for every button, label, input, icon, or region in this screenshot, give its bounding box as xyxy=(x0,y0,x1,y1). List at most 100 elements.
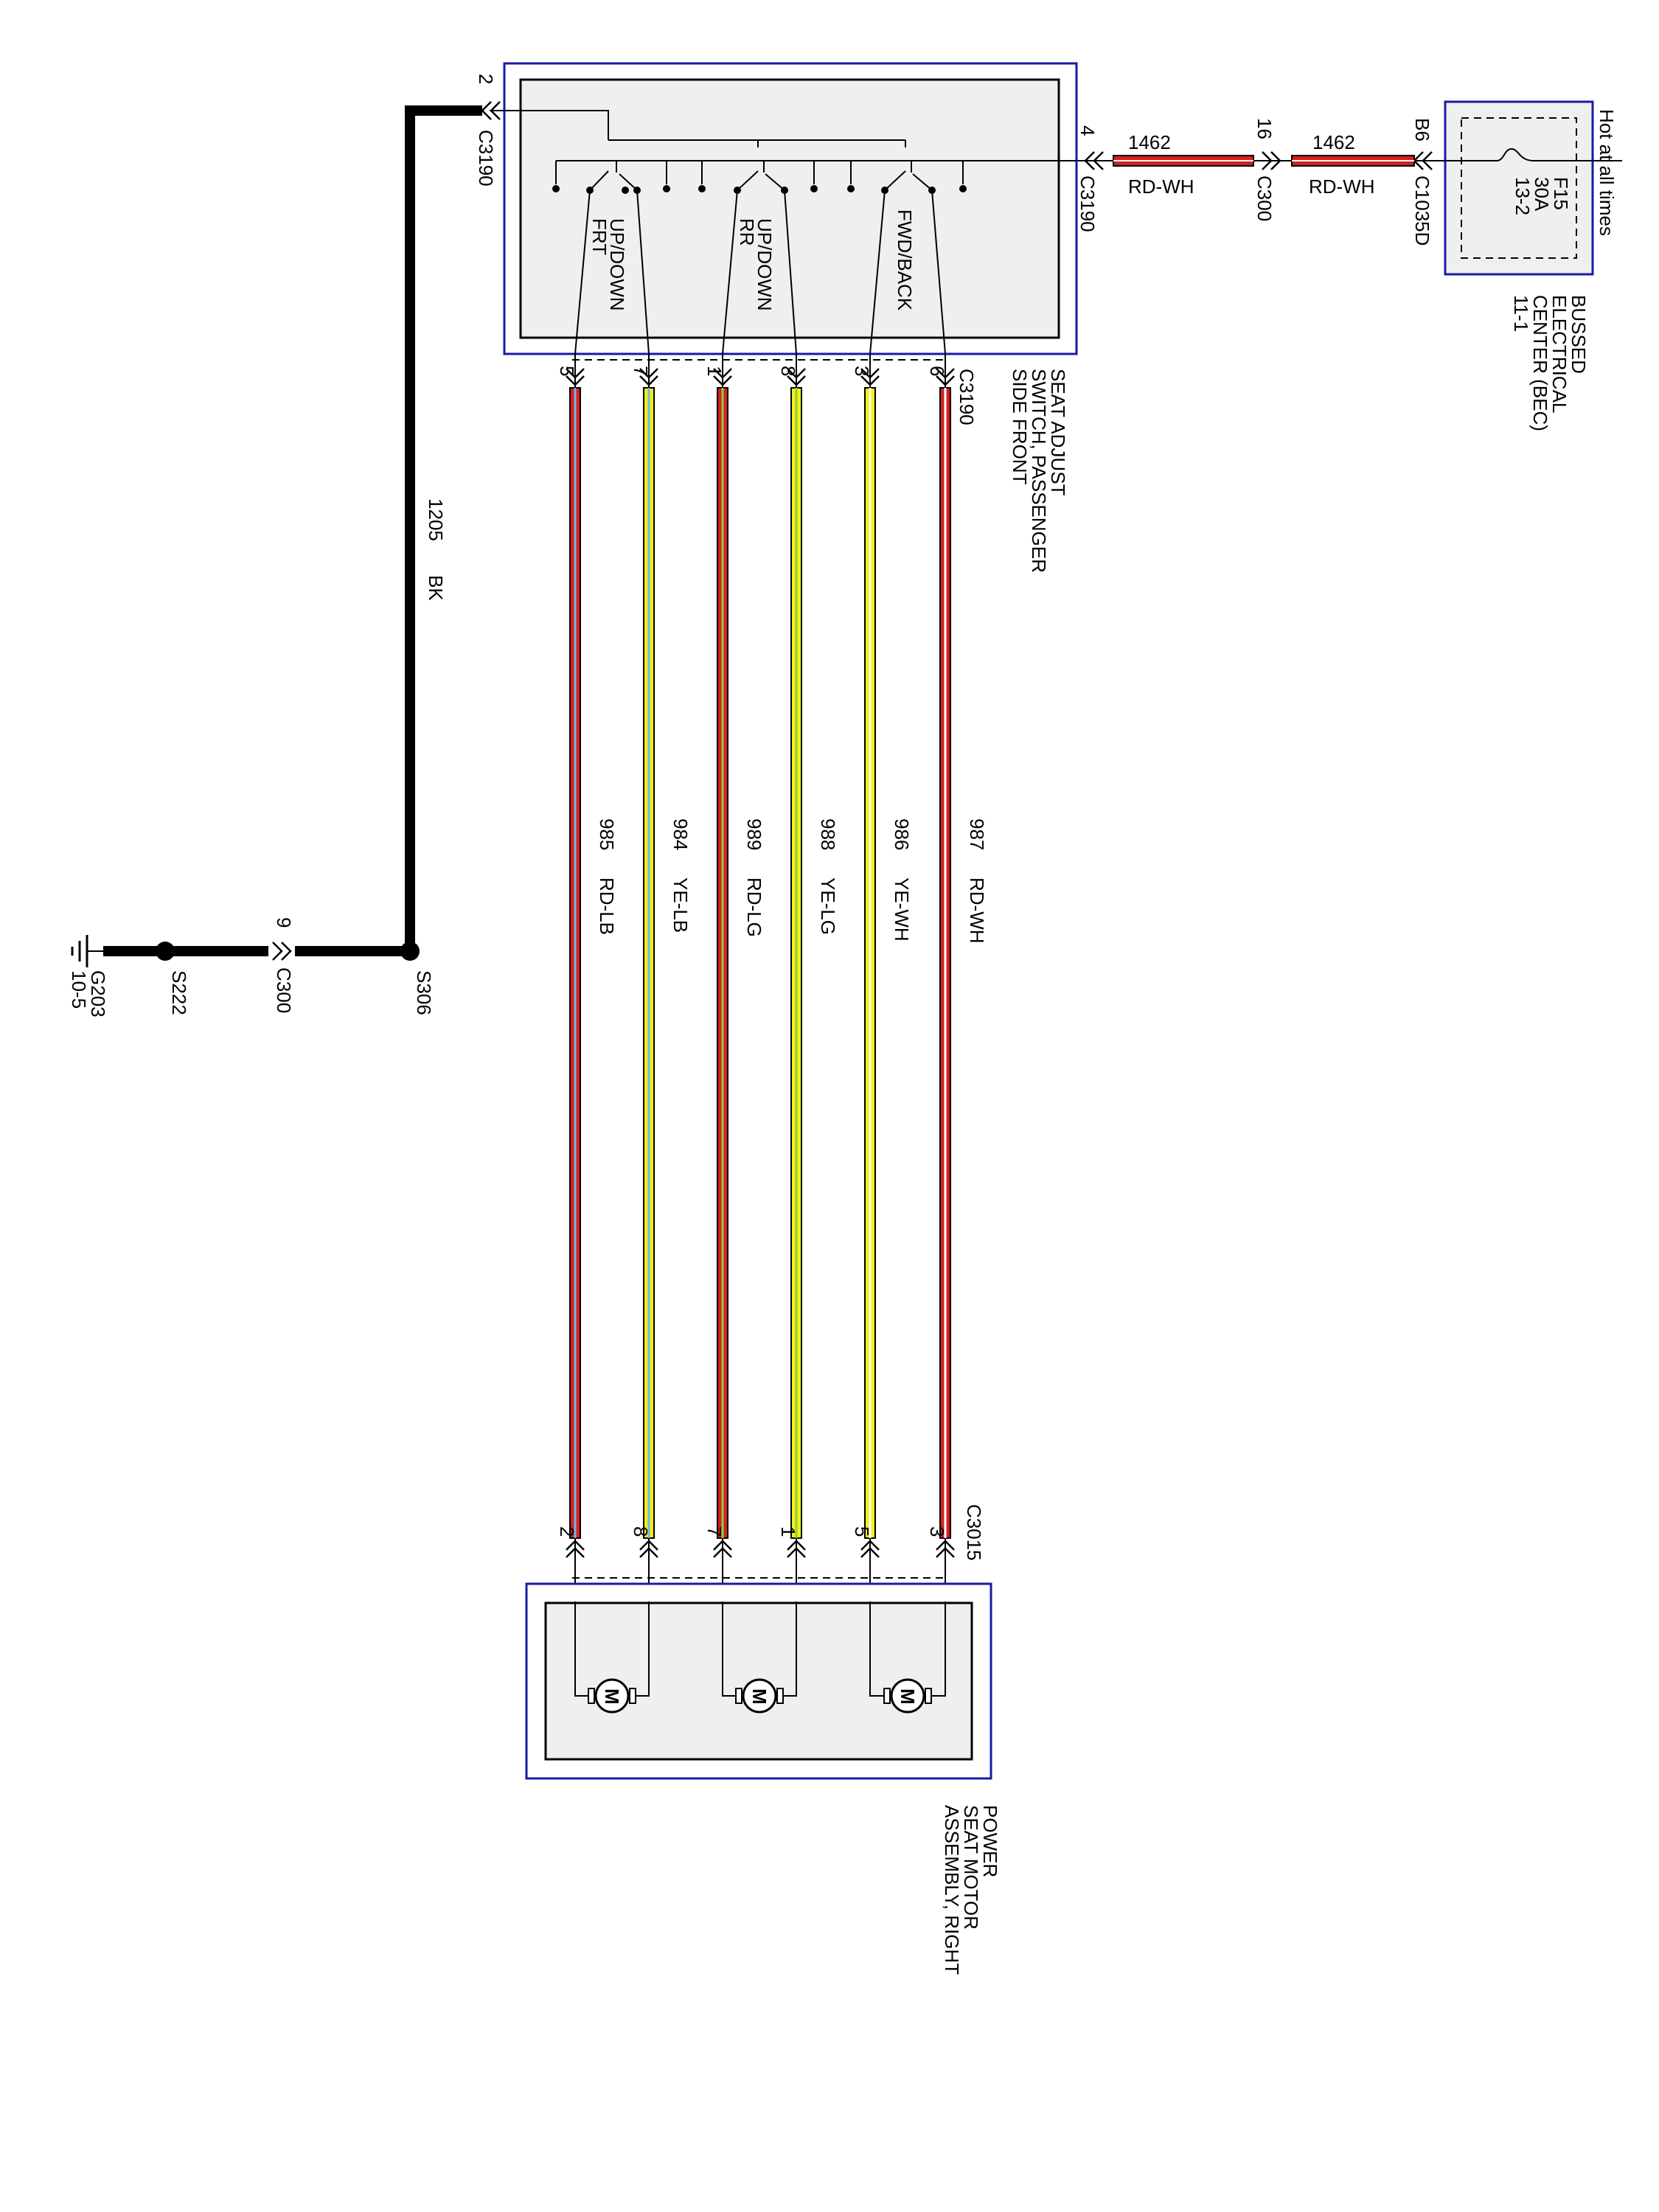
c300-ground-pin: 9 xyxy=(273,917,295,928)
fuse-rating: 30A xyxy=(1531,177,1553,212)
feed-wire-circuit: 1462 xyxy=(1128,131,1171,153)
wire-pin-motor: 2 xyxy=(556,1526,578,1537)
switch-rr xyxy=(722,170,797,355)
switch-bottom-connector: C3190 xyxy=(956,369,978,425)
feed-wire-c300-c3190: 1462 RD-WH xyxy=(1113,131,1254,198)
switch-label-frt-2: FRT xyxy=(588,218,611,255)
motor-2: M xyxy=(722,1601,797,1714)
motor-connector: C3015 xyxy=(963,1504,985,1561)
splice-s306: S306 xyxy=(413,970,435,1015)
seat-adjust-switch: UP/DOWN FRT UP/DOWN RR FWD/BACK SEAT ADJ… xyxy=(490,62,1078,573)
motor-icon xyxy=(890,1678,925,1714)
switch-label-fwd-back: FWD/BACK xyxy=(894,209,916,311)
bec-name-line-2: ELECTRICAL xyxy=(1548,295,1571,413)
switch-name-line-3: SIDE FRONT xyxy=(1009,369,1031,485)
ground-wire-color: BK xyxy=(425,575,447,601)
ground-ref: 10-5 xyxy=(68,970,90,1009)
wire-circuit: 989 xyxy=(743,818,765,850)
wire-pin-switch: 6 xyxy=(926,366,948,376)
motor-symbol-label: M xyxy=(601,1688,623,1705)
ground-wire-circuit: 1205 xyxy=(425,498,447,541)
bec-name-line-4: 11-1 xyxy=(1510,295,1532,332)
wire-pin-motor: 8 xyxy=(630,1526,652,1537)
ground-icon xyxy=(71,935,103,967)
bec-pin: B6 xyxy=(1411,118,1433,142)
feed-wire-color: RD-WH xyxy=(1309,175,1375,198)
switch-fwd-back xyxy=(869,170,946,355)
bec-name-line-1: BUSSED xyxy=(1568,295,1590,374)
motor-symbol-label: M xyxy=(748,1688,771,1705)
switch-label-rr-2: RR xyxy=(736,218,758,246)
bec-name-line-3: CENTER (BEC) xyxy=(1529,295,1551,431)
wire-pin-motor: 5 xyxy=(851,1526,873,1537)
connector-arrow-icon xyxy=(272,942,292,961)
fuse-ref: 13-2 xyxy=(1512,177,1534,215)
wire-circuit: 988 xyxy=(817,818,839,850)
wire-pin-motor: 1 xyxy=(777,1526,799,1537)
hot-label: Hot at all times xyxy=(1596,109,1618,236)
splice-s222-dot xyxy=(156,942,175,961)
connector-c300-feed: 16 C300 xyxy=(1253,118,1292,221)
wire-circuit: 987 xyxy=(966,818,988,850)
wire-pin-switch: 1 xyxy=(703,366,726,376)
wire-color-code: YE-LB xyxy=(669,877,692,933)
ground-g203: G203 xyxy=(87,970,109,1018)
switch-contacts xyxy=(552,161,967,192)
wire-circuit: 984 xyxy=(669,818,692,850)
wire-pin-motor: 7 xyxy=(703,1526,726,1537)
c3190-feed-pin: 4 xyxy=(1077,125,1099,136)
motor-icon xyxy=(742,1678,777,1714)
fuse-id: F15 xyxy=(1550,177,1572,210)
motor-name-line-1: POWER xyxy=(979,1805,1001,1877)
power-seat-motor-assembly: C3015 POWER SEAT MOTOR ASSEMBLY, RIGHT xyxy=(525,1504,1001,1975)
splice-s306-dot xyxy=(400,942,420,961)
c300-connector: C300 xyxy=(1253,175,1276,221)
ground-path: 1205 BK S306 9 C300 S222 G203 10-5 xyxy=(68,105,482,1018)
splice-s222: S222 xyxy=(168,970,190,1015)
wire-pin-switch: 7 xyxy=(630,366,652,376)
feed-wire-color: RD-WH xyxy=(1128,175,1194,198)
wire-color-code: RD-LB xyxy=(596,877,618,935)
ground-pin: 2 xyxy=(475,74,497,84)
motor-symbol-label: M xyxy=(897,1688,919,1705)
switch-frt xyxy=(574,170,650,355)
motor-1: M xyxy=(574,1601,650,1714)
connector-c3190-ground: 2 C3190 xyxy=(475,74,501,187)
motor-name-line-3: ASSEMBLY, RIGHT xyxy=(941,1805,963,1975)
c300-pin: 16 xyxy=(1253,118,1276,139)
wire-circuit: 986 xyxy=(891,818,913,850)
wire-color-code: YE-LG xyxy=(817,877,839,935)
switch-name-line-1: SEAT ADJUST xyxy=(1047,369,1069,496)
c3190-feed-connector: C3190 xyxy=(1077,175,1099,232)
wire-pin-motor: 3 xyxy=(926,1526,948,1537)
wire-circuit: 985 xyxy=(596,818,618,850)
feed-wire-bec-c300: 1462 RD-WH xyxy=(1291,131,1415,198)
wire-color-code: RD-WH xyxy=(966,877,988,944)
wire-pin-switch: 3 xyxy=(851,366,873,376)
ground-connector: C3190 xyxy=(475,130,497,187)
c300-ground-connector: C300 xyxy=(273,967,295,1013)
switch-name-line-2: SWITCH, PASSENGER xyxy=(1028,369,1050,573)
switch-label-frt-1: UP/DOWN xyxy=(606,218,628,311)
wire-pin-switch: 5 xyxy=(556,366,578,376)
switch-label-rr-1: UP/DOWN xyxy=(754,218,776,311)
wire-color-code: YE-WH xyxy=(891,877,913,942)
bec-block: F15 30A 13-2 Hot at all times BUSSED ELE… xyxy=(1444,100,1622,431)
connector-c3190-feed: 4 C3190 xyxy=(1077,125,1113,232)
motor-3: M xyxy=(869,1601,946,1714)
motor-name-line-2: SEAT MOTOR xyxy=(960,1805,982,1930)
bec-connector: C1035D xyxy=(1411,175,1433,246)
fuse-icon xyxy=(1453,147,1578,161)
feed-wire-circuit: 1462 xyxy=(1312,131,1355,153)
motor-icon xyxy=(594,1678,630,1714)
wire-color-code: RD-LG xyxy=(743,877,765,937)
wire-pin-switch: 8 xyxy=(777,366,799,376)
